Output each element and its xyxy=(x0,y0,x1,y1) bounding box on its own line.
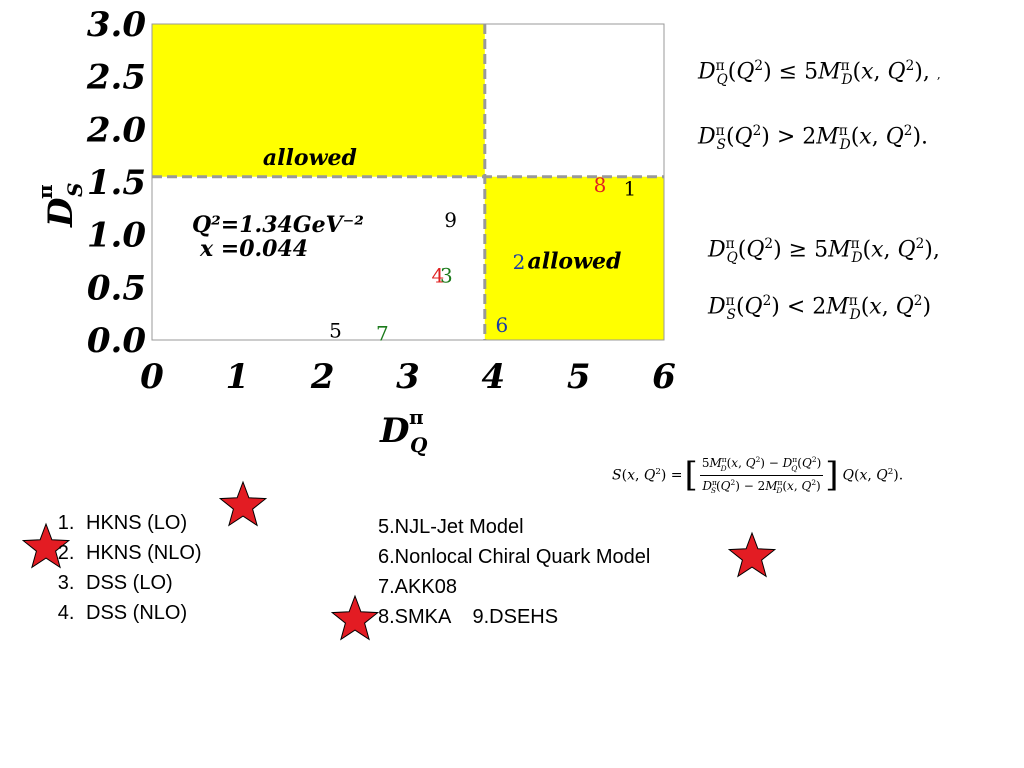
legend-item-1: HKNS (LO) xyxy=(80,508,202,538)
y-axis-label-sub: S xyxy=(63,183,87,197)
x-tick-label: 0 xyxy=(140,357,164,397)
annotation-q2: Q²=1.34GeV⁻² xyxy=(192,212,364,238)
condition-bottom-2: DπS(Q2) < 2MπD(x, Q2) xyxy=(708,293,932,323)
x-tick-label: 4 xyxy=(481,357,505,397)
data-point-7: 7 xyxy=(376,322,389,346)
y-tick-label: 2.5 xyxy=(86,58,146,98)
y-tick-label: 2.0 xyxy=(86,110,146,150)
star-icon-nlcqm xyxy=(727,531,777,578)
legend-item-6: 6.Nonlocal Chiral Quark Model xyxy=(378,546,651,568)
condition-top-2: DπS(Q2) > 2MπD(x, Q2). xyxy=(698,123,929,153)
y-tick-label: 1.0 xyxy=(87,216,146,256)
s-formula: S(x, Q2) = [ 5MπD(x, Q2) − DπQ(Q2) DπS(Q… xyxy=(612,455,904,495)
legend-item-3: DSS (LO) xyxy=(80,568,202,598)
x-tick-label: 2 xyxy=(310,357,335,397)
x-tick-label: 3 xyxy=(396,357,420,397)
x-tick-label: 1 xyxy=(225,357,249,397)
legend-item-7: 7.AKK08 xyxy=(378,576,457,598)
y-tick-label: 1.5 xyxy=(87,163,146,203)
allowed-label-top: allowed xyxy=(263,145,357,171)
allowed-region-1 xyxy=(152,24,485,177)
data-point-4: 4 xyxy=(431,264,444,288)
x-axis-label-sup: π xyxy=(409,405,424,429)
y-axis-label-sup: π xyxy=(33,184,57,199)
legend-item-8-9: 8.SMKA 9.DSEHS xyxy=(378,606,559,628)
legend-item-2: HKNS (NLO) xyxy=(80,538,202,568)
y-tick-label: 0.5 xyxy=(87,268,146,308)
y-tick-label: 3.0 xyxy=(87,5,146,45)
x-tick-label: 5 xyxy=(567,357,591,397)
annotation-x: x =0.044 xyxy=(199,236,308,262)
allowed-region-2 xyxy=(484,176,664,340)
data-point-6: 6 xyxy=(495,313,508,337)
legend-right: 5.NJL-Jet Model 6.Nonlocal Chiral Quark … xyxy=(378,512,650,632)
x-tick-label: 6 xyxy=(652,357,676,397)
allowed-label-bottom: allowed xyxy=(527,248,621,274)
data-point-5: 5 xyxy=(329,318,342,342)
star-icon-hkns-lo xyxy=(218,480,268,527)
legend-left: HKNS (LO) HKNS (NLO) DSS (LO) DSS (NLO) xyxy=(40,508,202,628)
x-axis-label-sub: Q xyxy=(410,433,428,457)
y-tick-label: 0.0 xyxy=(87,321,146,361)
star-icon-smka xyxy=(330,594,380,641)
legend-item-4: DSS (NLO) xyxy=(80,598,202,628)
condition-bottom-1: DπQ(Q2) ≥ 5MπD(x, Q2), xyxy=(708,236,940,266)
legend-item-5: 5.NJL-Jet Model xyxy=(378,516,524,538)
plot-border xyxy=(151,23,665,341)
star-icon-hkns-nlo xyxy=(21,522,71,569)
data-point-9: 9 xyxy=(444,208,457,232)
x-axis-label: D xyxy=(379,411,410,451)
data-point-1: 1 xyxy=(623,176,636,200)
data-point-3: 3 xyxy=(440,264,453,288)
data-point-2: 2 xyxy=(513,250,526,274)
y-axis-label-main: D xyxy=(41,197,81,228)
condition-top-1: DπQ(Q2) ≤ 5MπD(x, Q2), , xyxy=(698,58,941,88)
data-point-8: 8 xyxy=(594,173,607,197)
